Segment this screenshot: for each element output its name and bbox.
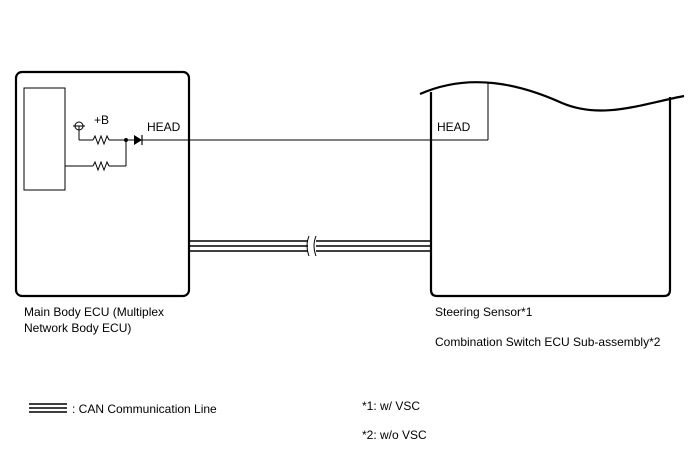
footnote-1: *1: w/ VSC <box>362 399 421 413</box>
main-body-ecu-label-line2: Network Body ECU) <box>24 321 132 335</box>
legend-can-label: : CAN Communication Line <box>72 402 217 416</box>
steering-sensor-wavy-edge <box>419 81 685 112</box>
steering-sensor-box <box>429 92 672 298</box>
pullup-resistor <box>79 134 134 146</box>
junction-dot <box>124 138 128 142</box>
main-body-ecu-label-line1: Main Body ECU (Multiplex <box>24 305 165 319</box>
footnote-2: *2: w/o VSC <box>362 428 427 442</box>
power-supply-symbol <box>73 121 85 140</box>
ecu-internal-block <box>23 87 66 191</box>
power-label: +B <box>94 113 109 127</box>
input-resistor <box>65 140 127 172</box>
main-body-ecu-box <box>14 70 191 298</box>
legend-can-symbol <box>29 403 67 413</box>
diode-symbol <box>134 135 143 145</box>
can-bus-lines <box>189 235 431 257</box>
main-body-ecu-label: Main Body ECU (Multiplex Network Body EC… <box>24 304 194 336</box>
steering-sensor-label: Steering Sensor*1 <box>435 305 533 319</box>
ecu-head-terminal-label: HEAD <box>147 120 181 134</box>
sensor-head-terminal-label: HEAD <box>437 120 471 134</box>
combination-switch-label: Combination Switch ECU Sub-assembly*2 <box>435 335 661 349</box>
